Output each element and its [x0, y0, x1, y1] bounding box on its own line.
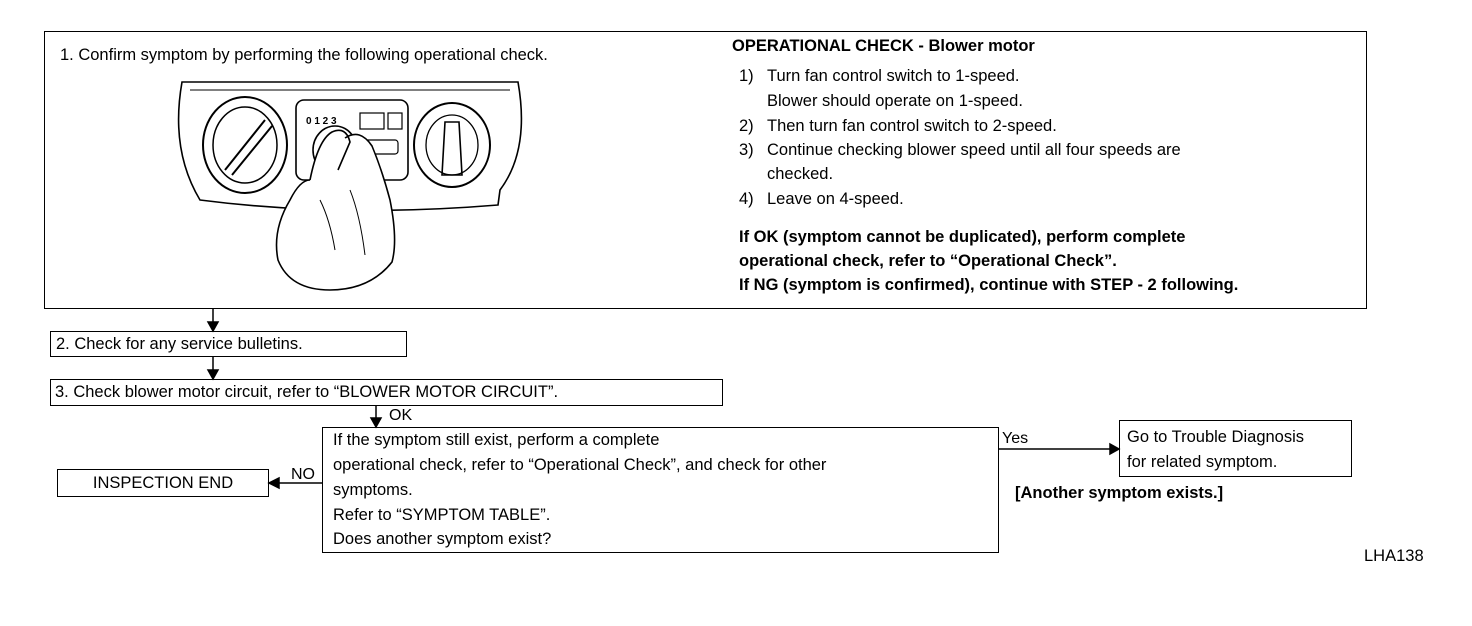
- ok-line-1: If OK (symptom cannot be duplicated), pe…: [739, 225, 1185, 250]
- arrowhead-yes: [1110, 444, 1119, 454]
- op-item-1-line1: Turn fan control switch to 1-speed.: [767, 67, 1020, 85]
- figure-code: LHA138: [1364, 544, 1424, 569]
- step1-heading: 1. Confirm symptom by performing the fol…: [60, 43, 548, 68]
- arrowhead-decision: [371, 418, 381, 427]
- decision-line-3: symptoms.: [333, 478, 413, 503]
- op-item-1-num: 1): [739, 64, 767, 89]
- op-item-4-line1: Leave on 4-speed.: [767, 190, 904, 208]
- step3-text: 3. Check blower motor circuit, refer to …: [55, 380, 558, 405]
- step2-text: 2. Check for any service bulletins.: [56, 332, 303, 357]
- yes-label: Yes: [1002, 427, 1028, 452]
- trouble-line-2: for related symptom.: [1127, 450, 1277, 475]
- operational-check-title: OPERATIONAL CHECK - Blower motor: [732, 34, 1035, 59]
- decision-line-2: operational check, refer to “Operational…: [333, 453, 826, 478]
- ok-label: OK: [389, 404, 412, 429]
- arrowhead-step2: [208, 322, 218, 331]
- op-item-4: 4)Leave on 4-speed.: [739, 187, 904, 212]
- op-item-1-line2: Blower should operate on 1-speed.: [739, 89, 1023, 114]
- ok-line-2: operational check, refer to “Operational…: [739, 249, 1117, 274]
- trouble-line-1: Go to Trouble Diagnosis: [1127, 425, 1304, 450]
- op-item-2-line1: Then turn fan control switch to 2-speed.: [767, 117, 1057, 135]
- op-item-3: 3)Continue checking blower speed until a…: [739, 138, 1181, 163]
- arrowhead-no: [269, 478, 279, 488]
- decision-line-1: If the symptom still exist, perform a co…: [333, 428, 659, 453]
- op-item-4-num: 4): [739, 187, 767, 212]
- op-item-3-num: 3): [739, 138, 767, 163]
- decision-line-5: Does another symptom exist?: [333, 527, 551, 552]
- op-item-1: 1)Turn fan control switch to 1-speed.: [739, 64, 1020, 89]
- decision-line-4: Refer to “SYMPTOM TABLE”.: [333, 503, 550, 528]
- arrowhead-step3: [208, 370, 218, 379]
- op-item-2-num: 2): [739, 114, 767, 139]
- inspection-end-text: INSPECTION END: [57, 471, 269, 496]
- op-item-3-line2: checked.: [739, 162, 833, 187]
- no-label: NO: [291, 463, 315, 488]
- another-symptom-label: [Another symptom exists.]: [1015, 481, 1223, 506]
- ng-line: If NG (symptom is confirmed), continue w…: [739, 273, 1238, 298]
- op-item-3-line1: Continue checking blower speed until all…: [767, 141, 1181, 159]
- op-item-2: 2)Then turn fan control switch to 2-spee…: [739, 114, 1057, 139]
- step1-box: [44, 31, 1367, 309]
